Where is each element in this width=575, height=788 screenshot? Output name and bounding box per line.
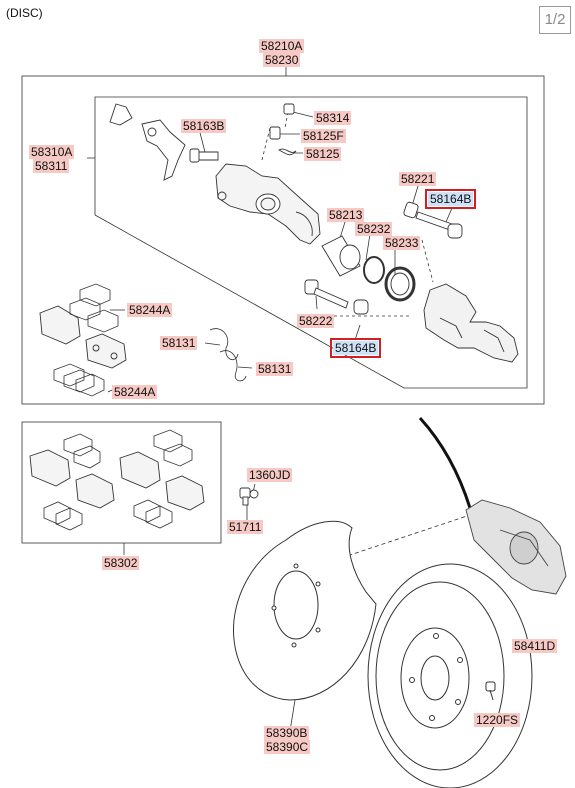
part-label-58163b[interactable]: 58163B [181,119,227,133]
part-label-58411d[interactable]: 58411D [512,639,558,653]
assembly-arrow [418,416,472,509]
part-label-1360jd[interactable]: 1360JD [247,468,293,482]
part-label-58244a-top[interactable]: 58244A [127,303,173,317]
part-label-58125[interactable]: 58125 [304,147,342,161]
part-label-58311[interactable]: 58311 [33,159,70,173]
page-indicator[interactable]: 1/2 [539,6,571,34]
part-label-58302[interactable]: 58302 [102,556,140,570]
part-label-58222[interactable]: 58222 [297,314,335,328]
part-label-58221[interactable]: 58221 [399,172,437,186]
section-title: (DISC) [6,6,43,20]
part-label-58131-lower[interactable]: 58131 [256,362,294,376]
part-label-58164b-bottom[interactable]: 58164B [329,338,382,358]
part-label-58125f[interactable]: 58125F [301,129,346,143]
part-label-58230[interactable]: 58230 [263,53,301,67]
part-label-58390c[interactable]: 58390C [264,740,311,754]
part-label-58164b-top[interactable]: 58164B [424,189,477,209]
part-label-58213[interactable]: 58213 [327,208,365,222]
part-label-58390b[interactable]: 58390B [264,726,310,740]
part-label-58233[interactable]: 58233 [383,236,421,250]
pad-kit-box [21,421,222,544]
part-label-58210a[interactable]: 58210A [259,39,305,53]
caliper-assembly-box [21,75,545,405]
part-label-58310a[interactable]: 58310A [29,145,75,159]
part-label-58244a-bottom[interactable]: 58244A [112,385,158,399]
part-label-51711[interactable]: 51711 [227,520,264,534]
part-label-58232[interactable]: 58232 [355,222,393,236]
part-label-1220fs[interactable]: 1220FS [474,713,521,727]
part-label-58314[interactable]: 58314 [314,111,352,125]
part-label-58131-upper[interactable]: 58131 [160,336,198,350]
caliper-inner-box [94,96,528,389]
